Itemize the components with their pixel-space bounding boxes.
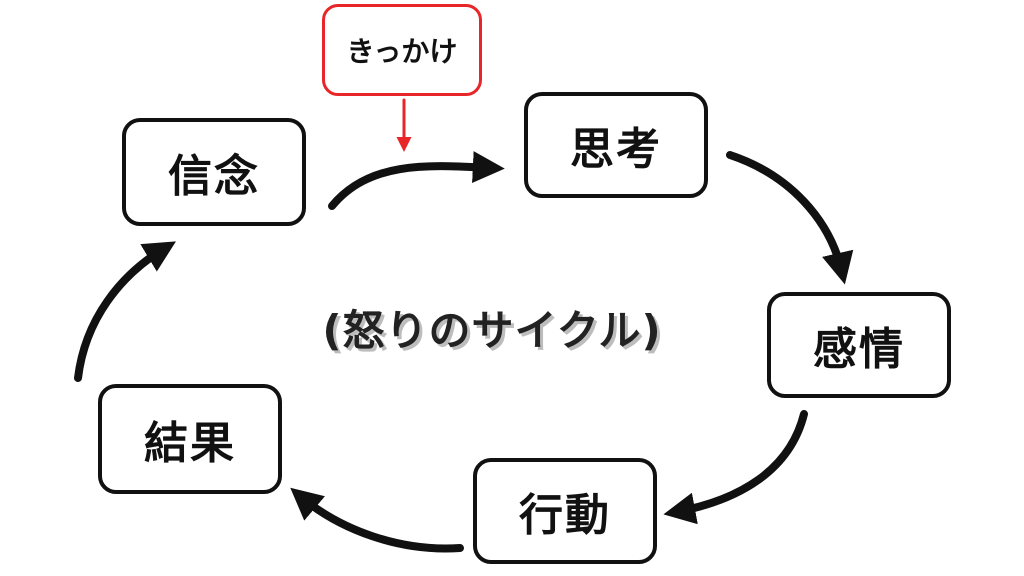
arrow-thought-to-emotion: [726, 151, 854, 285]
node-belief-label: 信念: [168, 151, 260, 202]
node-thought: 思考: [524, 92, 708, 198]
arrow-action-to-result: [290, 487, 464, 553]
arrow-emotion-to-action: [663, 410, 808, 525]
node-result-label: 結果: [144, 418, 236, 469]
arrow-belief-to-thought: [328, 151, 505, 210]
trigger-label: きっかけ: [346, 35, 458, 68]
arrow-result-to-belief: [74, 241, 176, 382]
node-thought-label: 思考: [570, 124, 662, 175]
node-emotion-label: 感情: [813, 324, 905, 375]
trigger-box: きっかけ: [322, 4, 482, 96]
node-action-label: 行動: [519, 490, 611, 541]
node-action: 行動: [473, 458, 657, 564]
node-belief: 信念: [122, 118, 306, 226]
node-emotion: 感情: [767, 292, 951, 398]
center-title-text: (怒りのサイクル): [322, 305, 662, 355]
node-result: 結果: [98, 384, 282, 494]
center-title: (怒りのサイクル): [272, 292, 712, 362]
